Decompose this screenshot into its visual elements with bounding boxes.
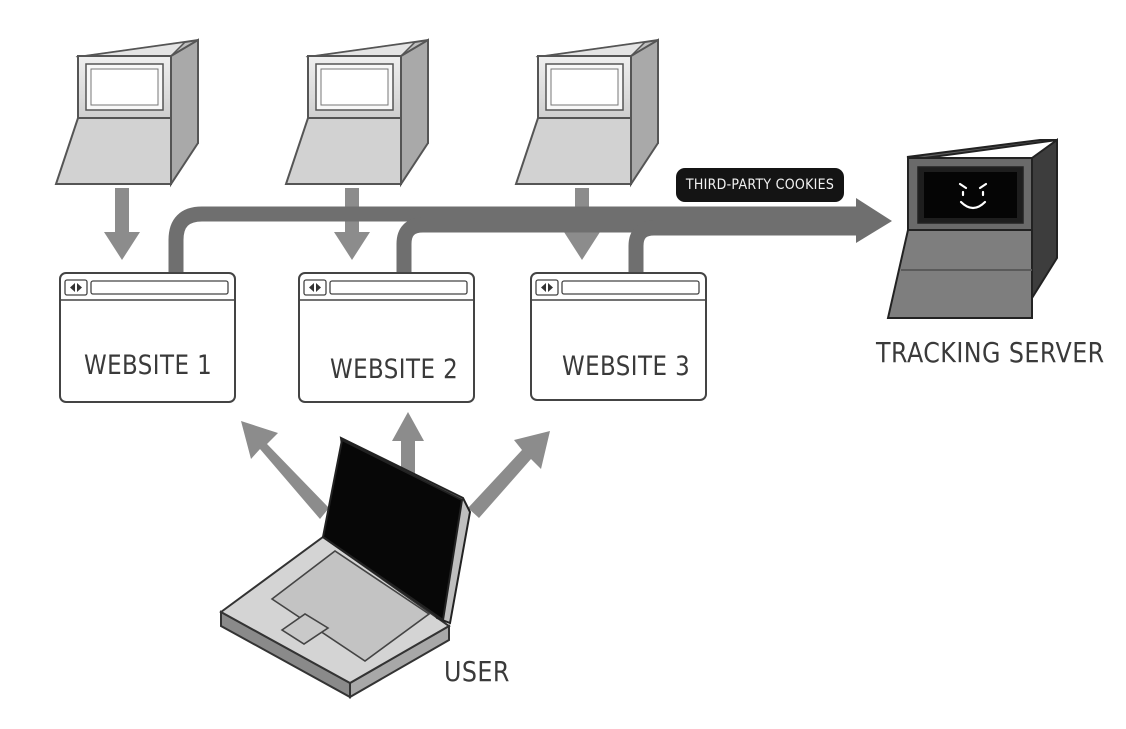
tracking-server — [886, 138, 1058, 319]
user-label: USER — [444, 655, 510, 688]
tracking-server-label: TRACKING SERVER — [876, 336, 1105, 369]
web-server-3 — [514, 38, 659, 188]
web-server-1 — [54, 38, 199, 188]
smiley-icon — [958, 182, 988, 210]
website-2-label: WEBSITE 2 — [330, 354, 459, 385]
third-party-cookies-label: THIRD-PARTY COOKIES — [685, 177, 835, 193]
web-server-2 — [284, 38, 429, 188]
serve-arrow-1 — [104, 188, 140, 260]
user-laptop — [219, 436, 472, 699]
user-arrow-left — [241, 421, 329, 519]
website-2-window — [298, 272, 475, 403]
website-3-window — [530, 272, 707, 401]
website-1-window — [59, 272, 236, 403]
serve-arrow-2 — [334, 188, 370, 260]
cookie-track — [168, 206, 862, 272]
website-1-label: WEBSITE 1 — [84, 350, 213, 381]
website-3-label: WEBSITE 3 — [562, 351, 691, 382]
user-arrow-right — [468, 431, 550, 518]
cookie-track-arrowhead — [856, 198, 892, 243]
third-party-cookies-badge: THIRD-PARTY COOKIES — [676, 168, 844, 202]
